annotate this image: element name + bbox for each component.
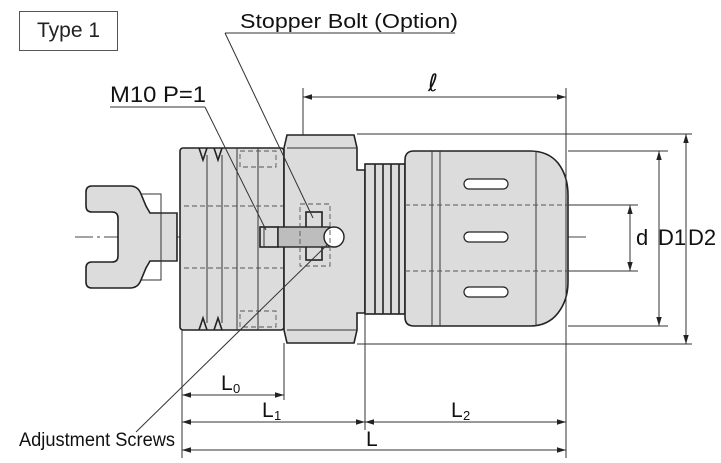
L0-label: L 0 [221, 372, 240, 396]
D2-label: D2 [688, 225, 716, 250]
L2-sub: 2 [463, 408, 470, 423]
L0-sub: 0 [233, 381, 240, 396]
L1-base: L [262, 399, 274, 422]
tang-fork [85, 185, 178, 289]
extension-lines [181, 88, 692, 458]
type-badge: Type 1 [19, 11, 118, 51]
thread-spec-label: M10 P=1 [110, 82, 206, 107]
type-badge-label: Type 1 [36, 19, 101, 42]
L2-label: L 2 [451, 399, 470, 423]
leader-lines [110, 32, 455, 433]
neck [364, 163, 406, 315]
dimension-lines [182, 94, 689, 453]
L1-label: L 1 [262, 399, 281, 423]
D1-label: D1 [658, 225, 686, 250]
adjustment-screws-label: Adjustment Screws [19, 430, 175, 451]
stopper-bolt [277, 203, 345, 267]
L-label: L [366, 428, 378, 451]
d-label: d [636, 225, 648, 250]
chuck-head [404, 150, 569, 327]
shank-body [179, 147, 290, 331]
stopper-bolt-label: Stopper Bolt (Option) [240, 11, 458, 33]
L2-base: L [451, 399, 463, 422]
ell-label: ℓ [427, 69, 438, 97]
L1-sub: 1 [274, 408, 281, 423]
L0-base: L [221, 372, 233, 395]
